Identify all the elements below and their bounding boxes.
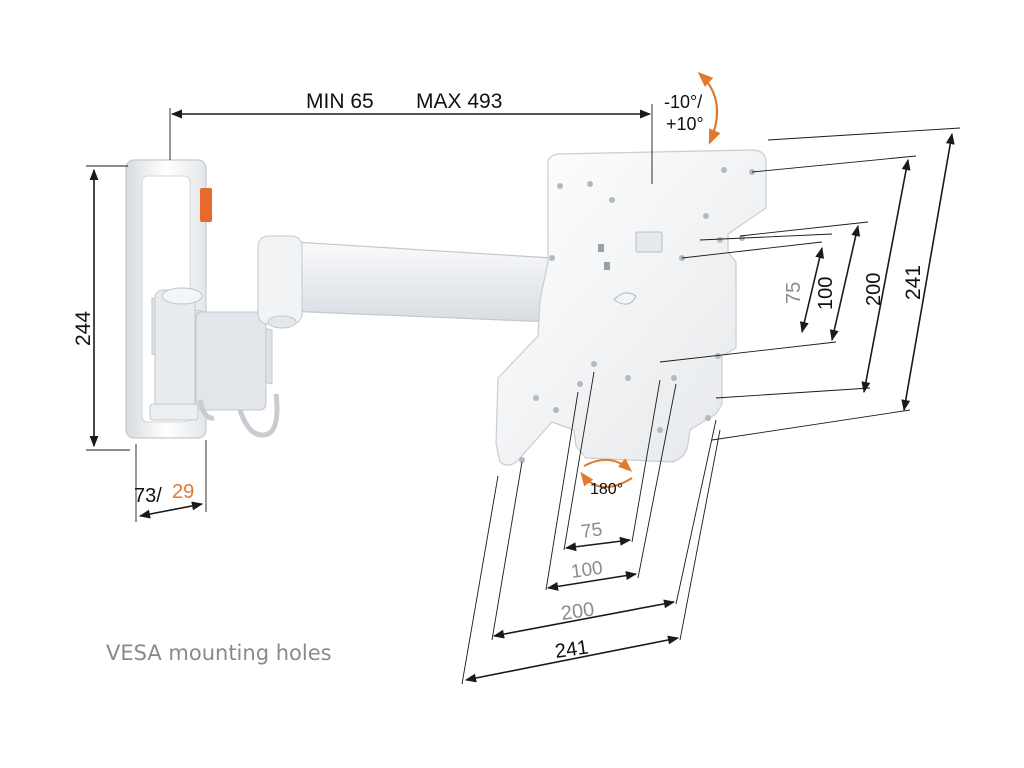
curved-double-arrow-icon — [697, 71, 721, 145]
vesa-horizontal-241: 241 — [554, 637, 590, 663]
vesa-vertical-100: 100 — [815, 277, 837, 310]
swing-arm — [149, 235, 553, 438]
vesa-vertical-dimensions: 75 100 200 241 — [659, 127, 961, 441]
vesa-plate — [495, 149, 767, 466]
distance-dimension: MIN 65 MAX 493 — [169, 90, 653, 184]
vesa-vertical-200: 200 — [863, 273, 885, 306]
wall-depth-dimension: 73/ 29 — [134, 440, 207, 522]
distance-min-label: MIN 65 — [306, 90, 374, 113]
vesa-horizontal-75: 75 — [580, 519, 604, 543]
vesa-caption: VESA mounting holes — [106, 641, 332, 665]
rotation-arrow-icon — [580, 471, 633, 488]
wall-depth-secondary-label: 29 — [172, 481, 194, 503]
tilt-label-top: -10°/ — [664, 92, 702, 112]
vesa-vertical-75: 75 — [783, 282, 805, 304]
tilt-label-bottom: +10° — [666, 114, 704, 134]
rotation-indicator: 180° — [580, 458, 633, 498]
vesa-horizontal-100: 100 — [570, 558, 604, 583]
release-tab — [200, 188, 212, 222]
rotation-label: 180° — [590, 481, 623, 498]
vesa-vertical-241: 241 — [902, 265, 925, 300]
wall-height-label: 244 — [72, 311, 95, 346]
vesa-horizontal-200: 200 — [560, 599, 596, 625]
distance-max-label: MAX 493 — [416, 90, 502, 113]
vesa-horizontal-dimensions: 75 100 200 241 — [461, 371, 721, 685]
wall-depth-primary-label: 73/ — [134, 485, 162, 507]
wall-height-dimension: 244 — [72, 165, 130, 451]
tilt-indicator: -10°/ +10° — [664, 71, 721, 145]
